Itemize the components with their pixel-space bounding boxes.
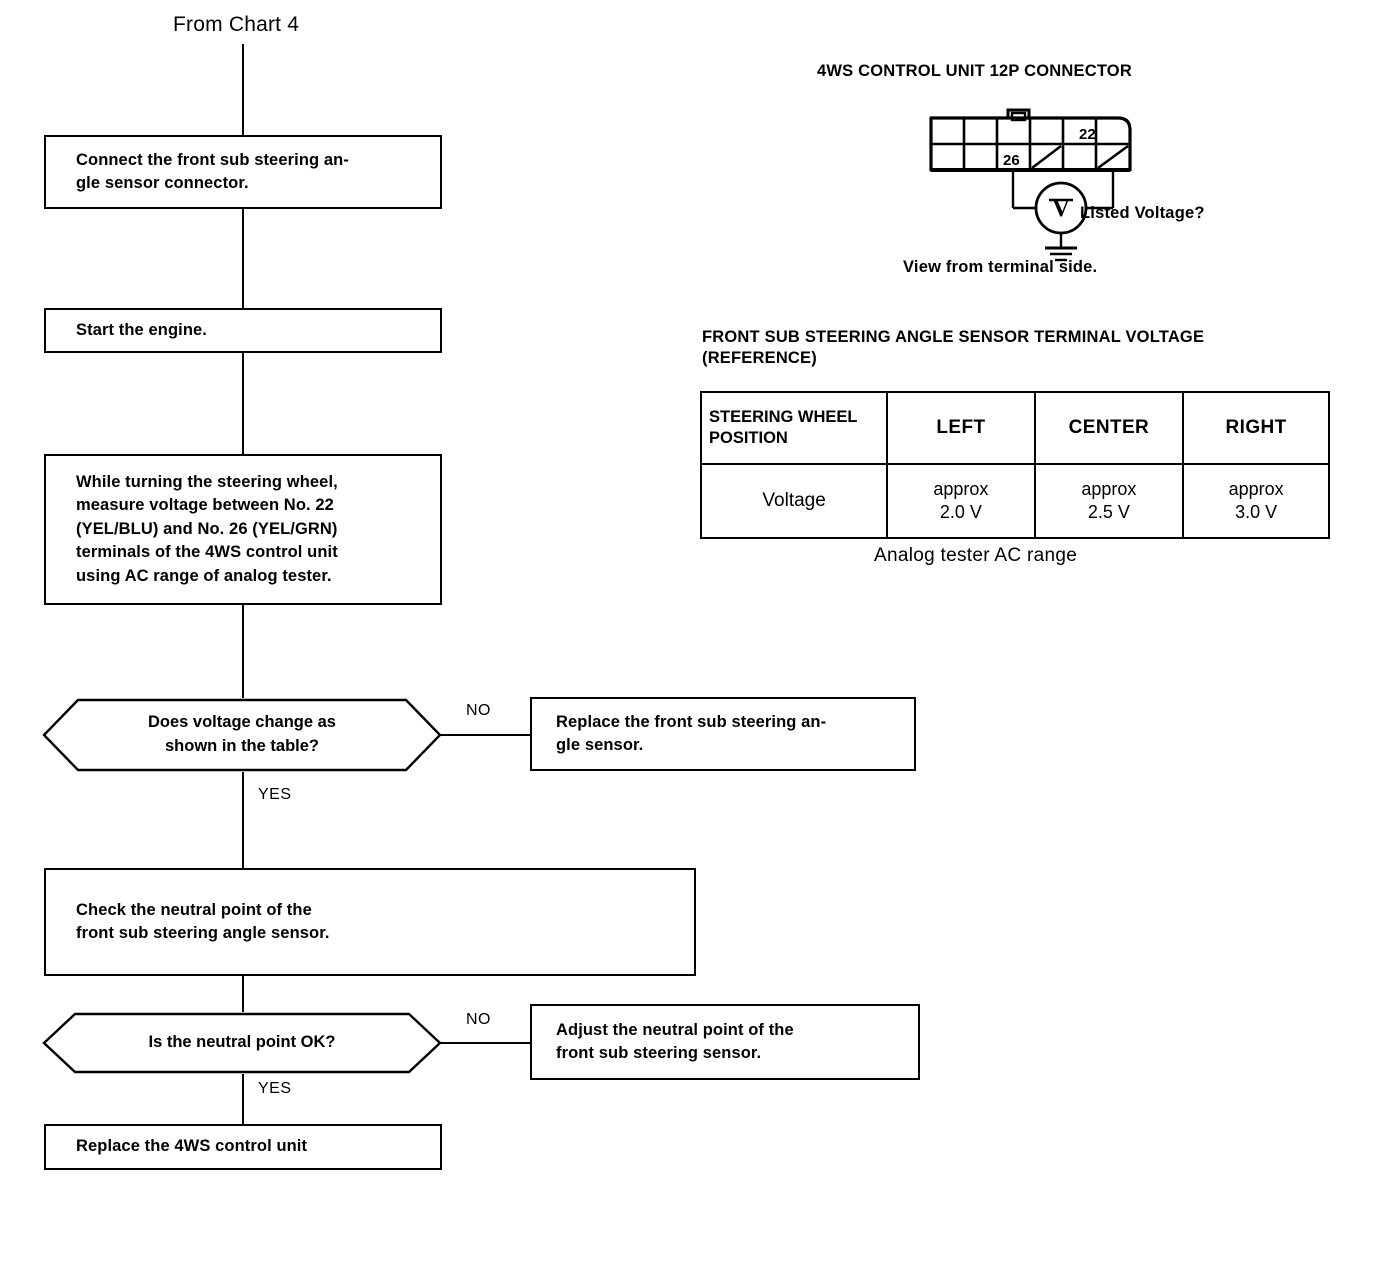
- table-cell-center-voltage: approx 2.5 V: [1033, 463, 1185, 539]
- voltage-table-title: FRONT SUB STEERING ANGLE SENSOR TERMINAL…: [702, 328, 1205, 368]
- branch-line-yes-2: [242, 1074, 244, 1124]
- connector-line-1: [242, 209, 244, 308]
- step-start-engine-text: Start the engine.: [76, 320, 207, 339]
- decision-neutral-ok-text: Is the neutral point OK?: [148, 1033, 336, 1052]
- listed-voltage-question: Listed Voltage?: [1080, 204, 1205, 222]
- table-cell-right-voltage: approx 3.0 V: [1182, 463, 1330, 539]
- connector-line-3: [242, 605, 244, 698]
- connector-line-4: [242, 976, 244, 1012]
- step-connect-sensor: Connect the front sub steering an- gle s…: [44, 135, 442, 209]
- step-measure-voltage: While turning the steering wheel, measur…: [44, 454, 442, 605]
- step-check-neutral-text: Check the neutral point of the front sub…: [76, 900, 330, 942]
- branch-label-yes-2: YES: [258, 1080, 292, 1097]
- step-check-neutral: Check the neutral point of the front sub…: [44, 868, 696, 976]
- connector-title: 4WS CONTROL UNIT 12P CONNECTOR: [817, 62, 1132, 80]
- step-replace-4ws-text: Replace the 4WS control unit: [76, 1137, 308, 1156]
- table-header-center: CENTER: [1033, 391, 1185, 465]
- outcome-adjust-neutral: Adjust the neutral point of the front su…: [530, 1004, 920, 1080]
- outcome-replace-sensor-text: Replace the front sub steering an- gle s…: [556, 712, 827, 754]
- tester-footnote: Analog tester AC range: [874, 545, 1078, 566]
- outcome-adjust-neutral-text: Adjust the neutral point of the front su…: [556, 1020, 794, 1062]
- table-cell-left-voltage: approx 2.0 V: [886, 463, 1036, 539]
- voltmeter-symbol: V: [1052, 195, 1070, 222]
- branch-label-yes-1: YES: [258, 786, 292, 803]
- connector-diagram: 22 26 V: [925, 108, 1285, 273]
- view-note: View from terminal side.: [903, 258, 1098, 276]
- connector-pin-26-label: 26: [1003, 152, 1020, 169]
- decision-voltage-change: Does voltage change as shown in the tabl…: [42, 698, 442, 772]
- branch-label-no-2: NO: [466, 1011, 491, 1028]
- decision-voltage-change-shape: [42, 698, 442, 772]
- table-row-voltage: Voltage approx 2.0 V approx 2.5 V approx…: [699, 463, 1330, 539]
- table-header-left: LEFT: [886, 391, 1036, 465]
- outcome-replace-sensor: Replace the front sub steering an- gle s…: [530, 697, 916, 771]
- branch-line-no-1: [440, 734, 532, 736]
- connector-line-entry: [242, 44, 244, 135]
- entry-label: From Chart 4: [173, 13, 300, 36]
- branch-line-yes-1: [242, 772, 244, 868]
- decision-voltage-change-text: Does voltage change as shown in the tabl…: [148, 713, 336, 755]
- branch-label-no-1: NO: [466, 702, 491, 719]
- table-header-steering-wheel-position: STEERING WHEEL POSITION: [699, 391, 889, 465]
- step-connect-sensor-text: Connect the front sub steering an- gle s…: [76, 150, 349, 192]
- decision-neutral-ok: Is the neutral point OK?: [42, 1012, 442, 1074]
- step-measure-voltage-text: While turning the steering wheel, measur…: [76, 472, 338, 585]
- table-row-header: STEERING WHEEL POSITION LEFT CENTER RIGH…: [699, 391, 1330, 465]
- step-start-engine: Start the engine.: [44, 308, 442, 353]
- step-replace-4ws: Replace the 4WS control unit: [44, 1124, 442, 1170]
- connector-line-2: [242, 353, 244, 454]
- table-header-right: RIGHT: [1182, 391, 1330, 465]
- voltage-table: STEERING WHEEL POSITION LEFT CENTER RIGH…: [699, 391, 1330, 539]
- connector-pin-22-label: 22: [1079, 126, 1096, 143]
- branch-line-no-2: [440, 1042, 532, 1044]
- table-row-label-voltage: Voltage: [699, 463, 889, 539]
- decision-neutral-ok-shape: [42, 1012, 442, 1074]
- connector-svg: 22 26 V: [929, 108, 1132, 262]
